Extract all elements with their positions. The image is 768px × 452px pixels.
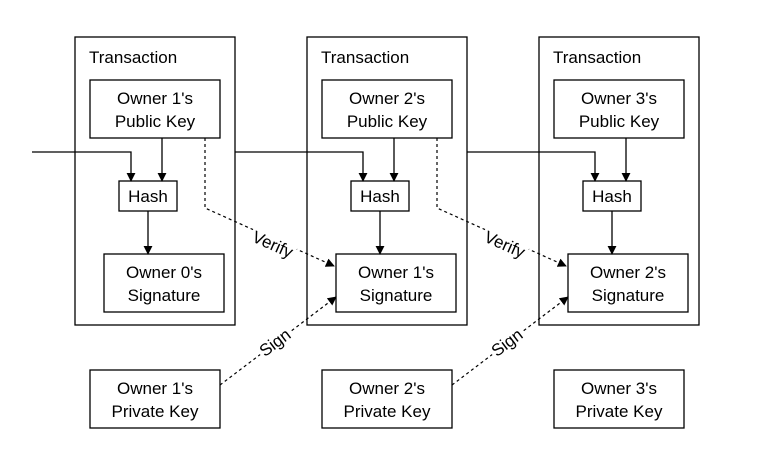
private-key-box-1 <box>89 369 221 429</box>
private-key-owner-2: Owner 2's <box>349 379 425 398</box>
private-key-owner-3: Owner 3's <box>581 379 657 398</box>
signature-label-3: Signature <box>592 286 665 305</box>
signature-label-2: Signature <box>360 286 433 305</box>
public-key-label-3: Public Key <box>579 112 660 131</box>
private-key-label-2: Private Key <box>344 402 431 421</box>
chain-arrow-1 <box>32 151 136 182</box>
signature-box-2 <box>335 253 457 313</box>
signature-owner-2: Owner 1's <box>358 263 434 282</box>
signature-owner-3: Owner 2's <box>590 263 666 282</box>
signature-owner-1: Owner 0's <box>126 263 202 282</box>
private-key-owner-1: Owner 1's <box>117 379 193 398</box>
public-key-box-1 <box>89 79 221 139</box>
transaction-title-1: Transaction <box>89 48 177 67</box>
verify-label-1: Verify <box>249 227 296 262</box>
signature-box-3 <box>567 253 689 313</box>
public-key-label-2: Public Key <box>347 112 428 131</box>
public-key-label-1: Public Key <box>115 112 196 131</box>
transaction-title-3: Transaction <box>553 48 641 67</box>
hash-label-2: Hash <box>360 187 400 206</box>
public-key-owner-3: Owner 3's <box>581 89 657 108</box>
private-key-box-3 <box>553 369 685 429</box>
chain-arrow-3 <box>467 151 600 182</box>
hash-label-1: Hash <box>128 187 168 206</box>
public-key-owner-2: Owner 2's <box>349 89 425 108</box>
signature-label-1: Signature <box>128 286 201 305</box>
signature-box-1 <box>103 253 225 313</box>
hash-label-3: Hash <box>592 187 632 206</box>
chain-arrow-2 <box>235 151 368 182</box>
public-key-owner-1: Owner 1's <box>117 89 193 108</box>
hash-box-2 <box>350 180 410 212</box>
public-key-box-2 <box>321 79 453 139</box>
private-key-label-1: Private Key <box>112 402 199 421</box>
private-key-box-2 <box>321 369 453 429</box>
public-key-box-3 <box>553 79 685 139</box>
verify-label-2: Verify <box>481 227 528 262</box>
private-key-label-3: Private Key <box>576 402 663 421</box>
transaction-title-2: Transaction <box>321 48 409 67</box>
